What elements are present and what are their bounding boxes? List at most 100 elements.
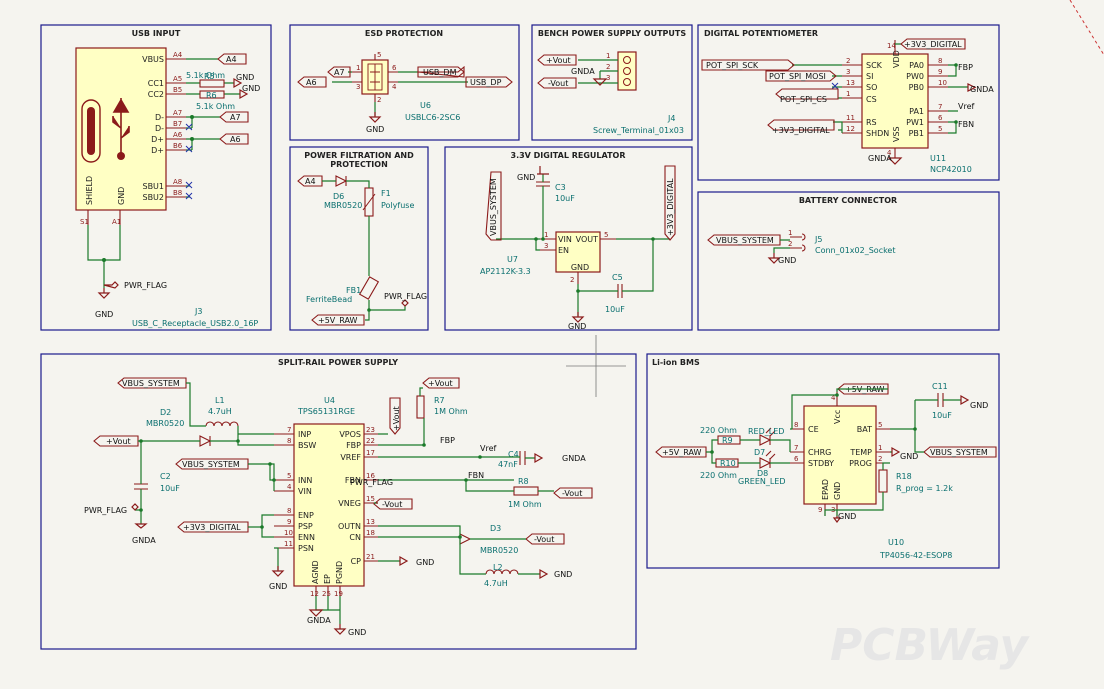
schematic-label: SI <box>866 72 873 81</box>
resistor-r5[interactable]: R5 5.1k Ohm <box>186 71 225 88</box>
battery-connector-j5[interactable]: 1 2 J5 Conn_01x02_Socket <box>788 229 896 255</box>
frame-title-digipot: DIGITAL POTENTIOMETER <box>704 29 818 38</box>
schematic-label: 10uF <box>160 484 180 493</box>
schematic-label: 1 <box>878 444 882 452</box>
schematic-label: 220 Ohm <box>700 471 737 480</box>
schematic-label: R5 <box>204 72 215 81</box>
schematic-label: BSW <box>298 441 316 450</box>
resistor-r6[interactable]: R6 5.1k Ohm <box>196 90 235 111</box>
schematic-label: 4 <box>287 483 292 491</box>
filt-net-5vraw[interactable]: +5V_RAW <box>311 314 365 326</box>
schematic-label: +5V_RAW <box>662 448 702 457</box>
schematic-label: Polyfuse <box>381 201 414 210</box>
schematic-label: EPAD <box>821 479 830 500</box>
schematic-label: VBUS_SYSTEM <box>122 379 180 388</box>
schematic-label: GND <box>554 570 572 579</box>
schematic-label: 5.1k Ohm <box>186 71 225 80</box>
schematic-label: 9 <box>818 506 822 514</box>
resistor-r8[interactable]: R8 1M Ohm <box>508 477 542 509</box>
schematic-label: 17 <box>366 449 375 457</box>
usb-c-connector[interactable]: VBUS CC1 CC2 D- D- D+ D+ SBU1 SBU2 SHIEL… <box>75 47 167 211</box>
reg-net-labels[interactable]: VBUS_SYSTEM +3V3_DIGITAL <box>485 165 676 241</box>
usb-net-labels[interactable]: A4 A7 A6 <box>217 53 249 145</box>
schematic-label: VIN <box>558 235 572 244</box>
schematic-label: +Vout <box>106 437 131 446</box>
schematic-label: MBR0520 <box>480 546 518 555</box>
capacitor-c4[interactable]: C4 47nF <box>498 450 526 469</box>
schematic-label: B6 <box>173 142 183 150</box>
schematic-label: GND <box>242 84 260 93</box>
frames: USB INPUT ESD PROTECTION BENCH POWER SUP… <box>40 24 1000 650</box>
inductor-l1[interactable]: L1 4.7uH <box>205 396 239 427</box>
resistor-r9[interactable]: R9 220 Ohm <box>700 426 741 445</box>
schematic-label: 5 <box>604 231 608 239</box>
polyfuse-f1[interactable]: F1 Polyfuse <box>362 187 414 217</box>
schematic-label: +3V3_DIGITAL <box>666 178 675 236</box>
usb-pin-lines: A4 A5 B5 A7 B7 A6 B6 A8 B8 S1 A1 <box>80 51 186 226</box>
split-ic-u4[interactable]: INP BSW INN VIN ENP PSP ENN PSN VPOS FBP… <box>274 423 378 598</box>
usb-pin-sbu2: SBU2 <box>142 193 164 202</box>
schematic-label: 5 <box>287 472 291 480</box>
usb-pin-sbu1: SBU1 <box>142 182 164 191</box>
diode-d2[interactable]: D2 MBR0520 <box>146 408 212 447</box>
schematic-label: 5.1k Ohm <box>196 102 235 111</box>
schematic-label: CHRG <box>808 448 831 457</box>
split-value: TPS65131RGE <box>297 407 355 416</box>
schematic-label: 4 <box>887 149 892 157</box>
bms-wires: GND GND GND <box>706 388 988 523</box>
bms-ic-u10[interactable]: CE CHRG STDBY BAT TEMP PROG Vcc EPAD GND… <box>790 392 890 516</box>
resistor-r7[interactable]: R7 1M Ohm <box>416 395 468 419</box>
inductor-l2[interactable]: L2 4.7uH <box>484 563 519 588</box>
schematic-label: Conn_01x02_Socket <box>815 246 896 255</box>
frame-title-split: SPLIT-RAIL POWER SUPPLY <box>278 358 398 367</box>
digipot-wires: GNDA GNDA FBP Vref FBN <box>792 43 994 165</box>
digipot-u11[interactable]: SCK SI SO CS RS SHDN PA0 PW0 PB0 PA1 PW1… <box>842 40 948 158</box>
schematic-label: POT_SPI_SCK <box>706 61 759 70</box>
schematic-label: PROG <box>849 459 872 468</box>
resistor-r10[interactable]: R10 220 Ohm <box>700 458 739 480</box>
esd-net-labels[interactable]: A7 A6 USB_DM USB_DP <box>297 65 513 88</box>
ferrite-fb1[interactable]: FB1 FerriteBead <box>306 276 380 304</box>
schematic-label: 4.7uH <box>484 579 508 588</box>
capacitor-c5[interactable]: C5 10uF <box>605 273 625 314</box>
schematic-label: MBR0520 <box>324 201 362 210</box>
schematic-label: POT_SPI_CS <box>780 95 827 104</box>
schematic-label: EP <box>323 574 332 584</box>
schematic-label: L1 <box>215 396 225 405</box>
schematic-label: 10uF <box>555 194 575 203</box>
usb-gnd-symbols: GND GND GND PWR_FLAG <box>95 73 260 319</box>
schematic-label: STDBY <box>808 459 834 468</box>
schematic-label: 14 <box>887 42 896 50</box>
schematic-label: 2 <box>377 96 381 104</box>
schematic-label: -Vout <box>534 535 554 544</box>
digipot-ref: U11 <box>930 154 946 163</box>
ldo-u7[interactable]: VIN EN VOUT GND 1 3 5 2 <box>540 231 616 284</box>
schematic-label: 21 <box>366 553 375 561</box>
schematic-label: ENP <box>298 511 314 520</box>
schematic-label: USB_DM <box>423 68 457 77</box>
schematic-label: A4 <box>305 177 316 186</box>
schematic-label: VBUS_SYSTEM <box>182 460 240 469</box>
led-d7[interactable]: D7 RED_LED <box>748 427 784 457</box>
split-net-labels[interactable]: VBUS_SYSTEM +Vout VBUS_SYSTEM +3V3_DIGIT… <box>93 377 593 545</box>
schematic-label: 2 <box>846 57 850 65</box>
resistor-r18[interactable]: R18 R_prog = 1.2k <box>878 469 953 493</box>
battery-net-vbus[interactable]: VBUS_SYSTEM <box>707 234 781 246</box>
bench-net-labels[interactable]: +Vout -Vout <box>537 54 577 89</box>
schematic-label: PW1 <box>906 118 924 127</box>
capacitor-c3[interactable]: C3 10uF <box>536 181 575 203</box>
digipot-net-labels[interactable]: POT_SPI_SCK POT_SPI_MOSI POT_SPI_CS +3V3… <box>701 38 966 135</box>
schematic-label: 47nF <box>498 460 518 469</box>
esd-ic-u6[interactable]: 1 3 6 4 5 2 <box>352 51 398 104</box>
schematic-label: FBP <box>346 441 361 450</box>
filt-net-a4[interactable]: A4 <box>297 175 323 187</box>
schematic-label: 6 <box>938 114 943 122</box>
schematic-label: GND <box>838 512 856 521</box>
schematic-label: 6 <box>392 64 397 72</box>
schematic-label: 18 <box>366 529 375 537</box>
schematic-label: 5 <box>878 421 882 429</box>
bms-ref: U10 <box>888 538 904 547</box>
capacitor-c11[interactable]: C11 10uF <box>932 382 952 420</box>
schematic-label: PA1 <box>909 107 924 116</box>
schematic-label: 2 <box>570 276 574 284</box>
